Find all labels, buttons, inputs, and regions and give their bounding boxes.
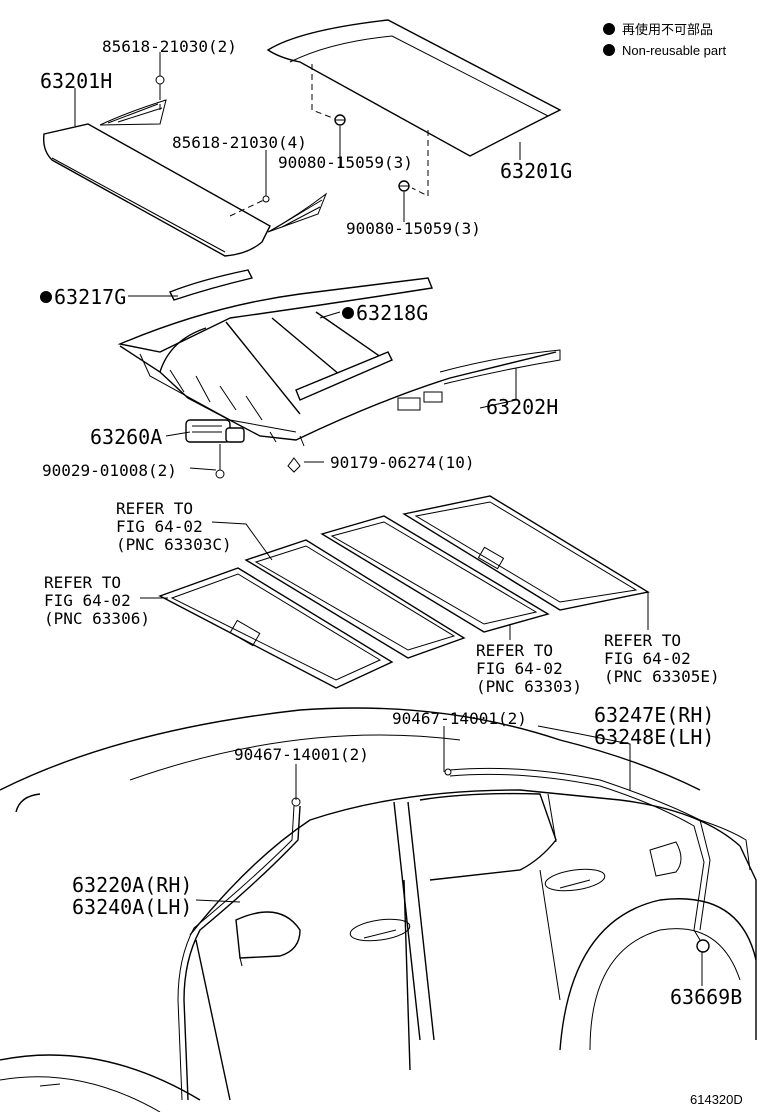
label-63248E: 63248E(LH) — [594, 725, 714, 749]
label-90179-06274: 90179-06274(10) — [330, 453, 475, 472]
svg-text:FIG 64-02: FIG 64-02 — [604, 649, 691, 668]
label-63240A: 63240A(LH) — [72, 895, 192, 919]
label-63202H: 63202H — [486, 395, 558, 419]
part-63201G-glass — [266, 19, 562, 197]
svg-text:(PNC 63306): (PNC 63306) — [44, 609, 150, 628]
label-85618-21030-a: 85618-21030(2) — [102, 37, 237, 56]
svg-text:FIG 64-02: FIG 64-02 — [116, 517, 203, 536]
svg-text:(PNC 63303): (PNC 63303) — [476, 677, 582, 696]
refer-box-63303: REFER TO FIG 64-02 (PNC 63303) — [476, 641, 582, 696]
svg-text:(PNC 63303C): (PNC 63303C) — [116, 535, 232, 554]
car-body — [0, 707, 757, 1112]
label-90080-15059-a: 90080-15059(3) — [278, 153, 413, 172]
legend-en: Non-reusable part — [622, 43, 726, 58]
svg-text:REFER TO: REFER TO — [604, 631, 681, 650]
svg-text:(PNC 63305E): (PNC 63305E) — [604, 667, 720, 686]
svg-text:FIG 64-02: FIG 64-02 — [44, 591, 131, 610]
label-63247E: 63247E(RH) — [594, 703, 714, 727]
label-90080-15059-b: 90080-15059(3) — [346, 219, 481, 238]
drain-hoses — [177, 767, 711, 1101]
label-63201G: 63201G — [500, 159, 572, 183]
non-reusable-dot-icon — [342, 307, 354, 319]
non-reusable-dot-icon — [603, 23, 615, 35]
label-63669B: 63669B — [670, 985, 742, 1009]
part-63202H-frame — [117, 269, 561, 447]
svg-text:REFER TO: REFER TO — [116, 499, 193, 518]
part-63260A-motor — [185, 419, 301, 479]
label-63220A: 63220A(RH) — [72, 873, 192, 897]
callout-labels: 85618-21030(2) 63201H 85618-21030(4) 900… — [40, 37, 743, 1107]
label-63217G: 63217G — [54, 285, 126, 309]
label-85618-21030-b: 85618-21030(4) — [172, 133, 307, 152]
refer-box-63305E: REFER TO FIG 64-02 (PNC 63305E) — [604, 631, 720, 686]
svg-text:REFER TO: REFER TO — [476, 641, 553, 660]
refer-box-63306: REFER TO FIG 64-02 (PNC 63306) — [44, 573, 150, 628]
legend: 再使用不可部品 Non-reusable part — [603, 22, 726, 58]
headliner-panels — [158, 495, 650, 689]
svg-text:REFER TO: REFER TO — [44, 573, 121, 592]
label-90467-14001-a: 90467-14001(2) — [392, 709, 527, 728]
label-90467-14001-b: 90467-14001(2) — [234, 745, 369, 764]
label-63218G: 63218G — [356, 301, 428, 325]
refer-box-63303C: REFER TO FIG 64-02 (PNC 63303C) — [116, 499, 232, 554]
svg-text:FIG 64-02: FIG 64-02 — [476, 659, 563, 678]
leader-lines — [74, 52, 703, 986]
label-90029-01008: 90029-01008(2) — [42, 461, 177, 480]
diagram-code: 614320D — [690, 1092, 743, 1107]
legend-jp: 再使用不可部品 — [622, 22, 713, 37]
part-63201H-sunshade — [42, 75, 328, 257]
label-63201H: 63201H — [40, 69, 112, 93]
label-63260A: 63260A — [90, 425, 162, 449]
non-reusable-dot-icon — [40, 291, 52, 303]
non-reusable-dot-icon — [603, 44, 615, 56]
